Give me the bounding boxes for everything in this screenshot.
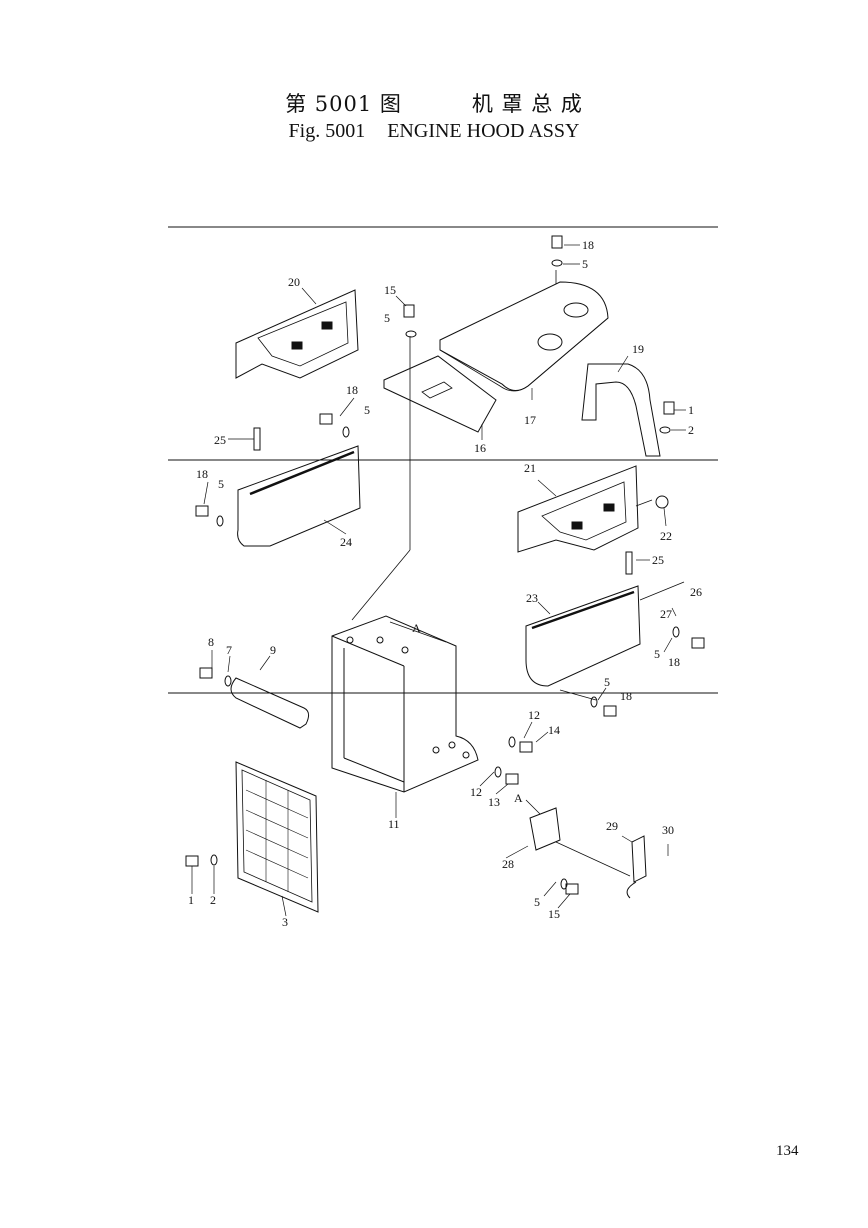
figure-number-cn: 第 5001 图 xyxy=(285,92,402,116)
part-17-hood-top xyxy=(439,281,609,392)
part-23-side-door-right xyxy=(525,585,641,687)
callout-29: 29 xyxy=(606,819,618,833)
callout-7: 7 xyxy=(226,643,232,657)
fasteners xyxy=(185,235,705,895)
part-24-side-door-left xyxy=(237,445,361,547)
callout-30: 30 xyxy=(662,823,674,837)
part-21-side-cover-right xyxy=(517,465,639,553)
section-rules xyxy=(168,226,718,694)
callout-9: 9 xyxy=(270,643,276,657)
callout-15: 15 xyxy=(548,907,560,921)
view-label-a: A xyxy=(412,621,421,635)
callout-18: 18 xyxy=(196,467,208,481)
callout-5: 5 xyxy=(384,311,390,325)
callout-11: 11 xyxy=(388,817,400,831)
page-number: 134 xyxy=(776,1143,799,1159)
figure-title-chinese: 第 5001 图 机 罩 总 成 xyxy=(0,88,868,118)
callout-8: 8 xyxy=(208,635,214,649)
callout-1: 1 xyxy=(688,403,694,417)
callout-20: 20 xyxy=(288,275,300,289)
part-3-grille xyxy=(235,761,319,913)
figure-name-en: ENGINE HOOD ASSY xyxy=(387,120,580,142)
part-16-top-plate xyxy=(383,355,497,433)
callout-5: 5 xyxy=(582,257,588,271)
figure-name-cn: 机 罩 总 成 xyxy=(471,92,583,116)
callout-18: 18 xyxy=(620,689,632,703)
callout-5: 5 xyxy=(534,895,540,909)
callout-22: 22 xyxy=(660,529,672,543)
callout-18: 18 xyxy=(582,238,594,252)
view-arrows xyxy=(389,621,541,815)
callout-5: 5 xyxy=(604,675,610,689)
part-11-main-frame xyxy=(331,615,479,793)
figure-title-english: Fig. 5001 ENGINE HOOD ASSY xyxy=(0,120,868,143)
callout-12: 12 xyxy=(528,708,540,722)
callout-23: 23 xyxy=(526,591,538,605)
callout-2: 2 xyxy=(688,423,694,437)
callout-2: 2 xyxy=(210,893,216,907)
callout-5: 5 xyxy=(654,647,660,661)
figure-number-en: Fig. 5001 xyxy=(288,120,366,142)
callout-18: 18 xyxy=(668,655,680,669)
part-9-name-plate xyxy=(230,677,310,729)
part-28-latch-plate xyxy=(529,807,561,851)
part-19-bracket xyxy=(581,363,661,457)
part-20-side-cover-left xyxy=(235,289,359,379)
callout-leaders xyxy=(191,244,686,917)
assembly-lines xyxy=(351,270,685,877)
callout-21: 21 xyxy=(524,461,536,475)
callout-5: 5 xyxy=(218,477,224,491)
callout-25: 25 xyxy=(652,553,664,567)
callout-28: 28 xyxy=(502,857,514,871)
callout-27: 27 xyxy=(660,607,672,621)
callout-24: 24 xyxy=(340,535,352,549)
callout-12: 12 xyxy=(470,785,482,799)
part-29-hook xyxy=(626,835,647,899)
callout-3: 3 xyxy=(282,915,288,929)
callout-18: 18 xyxy=(346,383,358,397)
callout-13: 13 xyxy=(488,795,500,809)
callout-1: 1 xyxy=(188,893,194,907)
view-label-a: A xyxy=(514,791,523,805)
callout-26: 26 xyxy=(690,585,702,599)
callout-14: 14 xyxy=(548,723,560,737)
callout-25: 25 xyxy=(214,433,226,447)
callout-5: 5 xyxy=(364,403,370,417)
callout-17: 17 xyxy=(524,413,536,427)
callout-15: 15 xyxy=(384,283,396,297)
callout-16: 16 xyxy=(474,441,486,455)
callout-labels: 18 5 15 5 20 19 1 2 17 18 5 16 25 18 5 2… xyxy=(188,238,702,929)
callout-19: 19 xyxy=(632,342,644,356)
